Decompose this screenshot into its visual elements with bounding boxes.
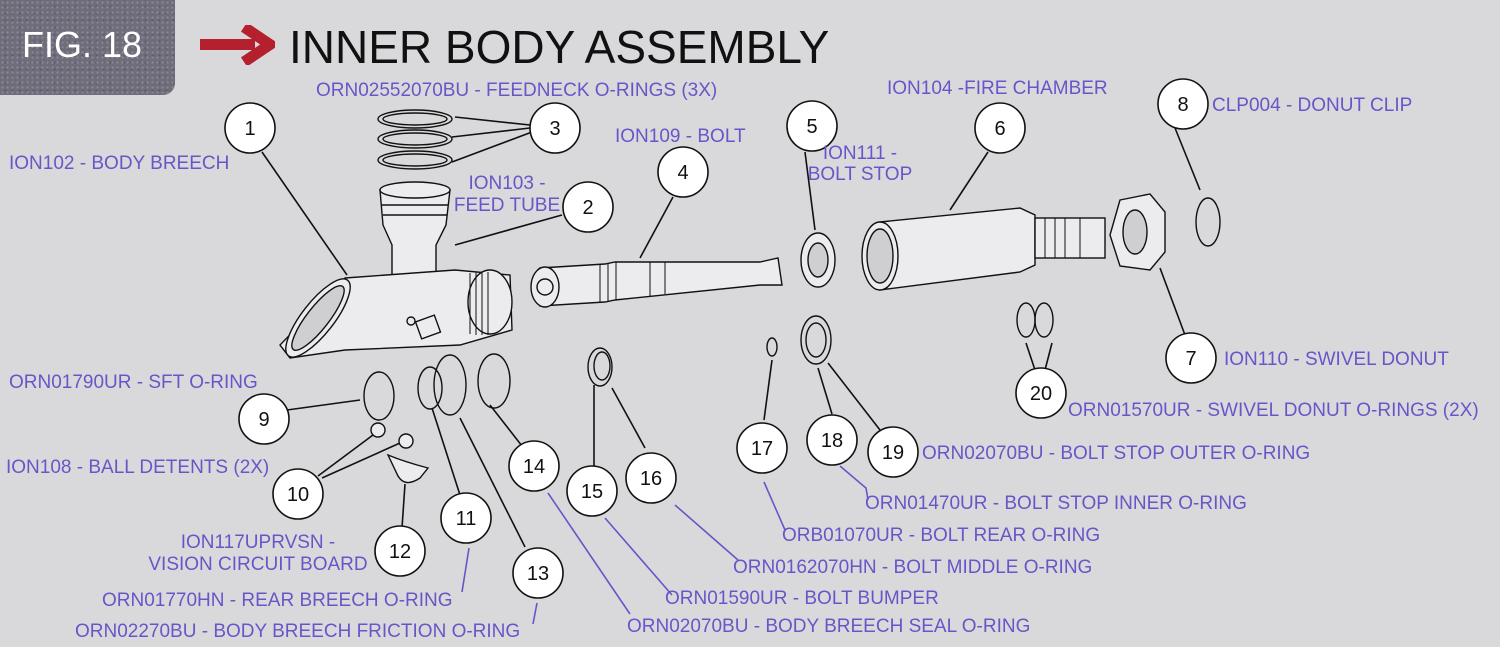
callout-circle-8 [1157,78,1209,130]
label-bolt-rear: ORB01070UR - BOLT REAR O-RING [782,525,1101,546]
callout-circle-6 [974,102,1026,154]
callout-circle-18 [806,414,858,466]
label-sft-oring: ORN01790UR - SFT O-RING [9,372,258,393]
label-rear-breech: ORN01770HN - REAR BREECH O-RING [102,590,453,611]
label-ball-detents: ION108 - BALL DETENTS (2X) [6,457,270,478]
callout-number-9: 9 [258,409,269,431]
page-title: INNER BODY ASSEMBLY [289,21,830,73]
callout-number-14: 14 [523,456,545,478]
callout-number-11: 11 [456,508,477,530]
callout-circle-15 [566,465,618,517]
callout-number-15: 15 [581,481,603,503]
callout-circle-4 [657,146,709,198]
callout-number-18: 18 [821,430,843,452]
callout-circle-19 [867,426,919,478]
callout-number-16: 16 [640,468,662,490]
label-body-breech-seal: ORN02070BU - BODY BREECH SEAL O-RING [627,616,1031,637]
label-swivel-orings: ORN01570UR - SWIVEL DONUT O-RINGS (2X) [1068,400,1479,421]
callout-number-7: 7 [1185,348,1196,370]
callout-number-19: 19 [882,442,904,464]
label-bolt-middle: ORN0162070HN - BOLT MIDDLE O-RING [733,557,1093,578]
label-bolt-stop-inner: ORN01470UR - BOLT STOP INNER O-RING [865,493,1247,514]
callout-number-10: 10 [287,484,309,506]
callout-circle-13 [512,547,564,599]
callout-circle-7 [1165,332,1217,384]
callout-number-20: 20 [1030,383,1052,405]
label-donut-clip: CLP004 - DONUT CLIP [1212,95,1413,116]
label-feed-tube-line1: ION103 - [468,173,546,194]
label-bolt-stop-line1: ION111 - [822,143,898,164]
label-feedneck-orings: ORN02552070BU - FEEDNECK O-RINGS (3X) [316,80,718,101]
callout-number-5: 5 [806,116,817,138]
label-bolt-stop-line2: BOLT STOP [807,164,913,185]
callout-number-13: 13 [527,563,549,585]
callout-circle-17 [736,422,788,474]
callout-circle-16 [625,452,677,504]
callout-number-12: 12 [389,541,411,563]
callout-circle-20 [1015,367,1067,419]
label-body-breech-friction: ORN02270BU - BODY BREECH FRICTION O-RING [75,621,521,642]
figure-number: FIG. 18 [22,24,143,65]
label-body-breech: ION102 - BODY BREECH [9,153,230,174]
callout-circle-9 [238,393,290,445]
callout-number-2: 2 [582,197,593,219]
callout-circle-3 [529,102,581,154]
callout-circle-11 [440,492,492,544]
callout-circle-10 [272,468,324,520]
callout-number-17: 17 [751,438,773,460]
label-fire-chamber: ION104 -FIRE CHAMBER [887,78,1108,99]
label-bolt: ION109 - BOLT [615,126,746,147]
callout-number-1: 1 [244,118,255,140]
callout-number-6: 6 [994,118,1005,140]
label-circuit-line1: ION117UPRVSN - [180,532,336,553]
callout-circle-1 [224,102,276,154]
callout-circle-2 [562,181,614,233]
callout-circle-12 [374,525,426,577]
callout-number-8: 8 [1177,94,1188,116]
callout-circle-14 [508,440,560,492]
callout-number-4: 4 [677,162,688,184]
callout-number-3: 3 [549,118,560,140]
label-bolt-bumper: ORN01590UR - BOLT BUMPER [665,588,939,609]
label-circuit-line2: VISION CIRCUIT BOARD [148,554,368,575]
figure-tab: FIG. 18 [0,0,175,95]
callout-circle-5 [786,100,838,152]
arrow-right-icon [200,25,275,65]
label-swivel-donut: ION110 - SWIVEL DONUT [1224,349,1449,370]
label-bolt-stop-outer: ORN02070BU - BOLT STOP OUTER O-RING [922,443,1311,464]
label-feed-tube-line2: FEED TUBE [453,195,561,216]
